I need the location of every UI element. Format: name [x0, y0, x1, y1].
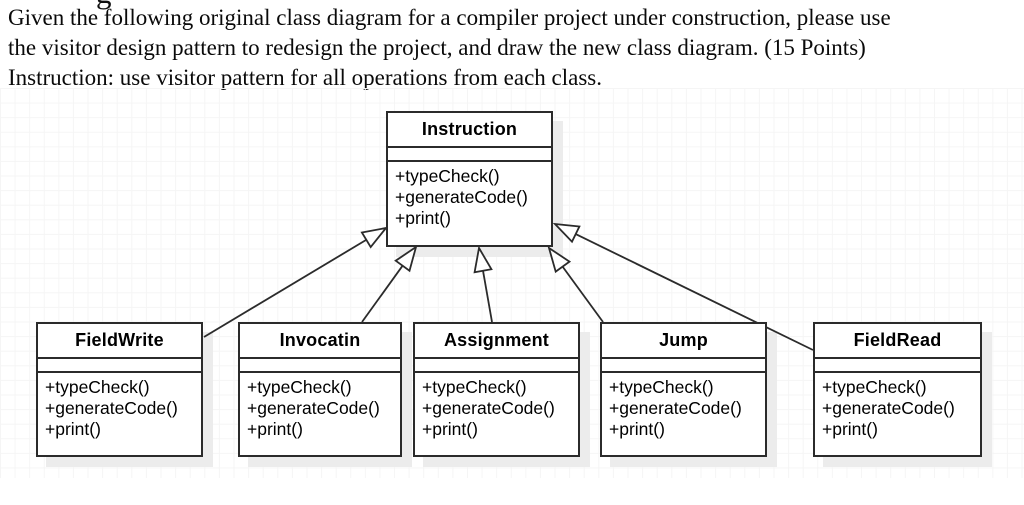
class-methods-compartment: +typeCheck() +generateCode() +print() [415, 373, 578, 440]
method-item: +print() [395, 208, 451, 228]
class-name: FieldRead [815, 324, 980, 359]
method-item: +generateCode() [609, 398, 742, 418]
class-box-fieldwrite: FieldWrite +typeCheck() +generateCode() … [36, 322, 203, 457]
class-attributes-compartment [815, 359, 980, 373]
class-methods-compartment: +typeCheck() +generateCode() +print() [240, 373, 400, 440]
method-item: +typeCheck() [45, 377, 150, 397]
class-box-instruction: Instruction +typeCheck() +generateCode()… [386, 111, 553, 247]
class-name: Jump [602, 324, 765, 359]
question-line-2: the visitor design pattern to redesign t… [8, 35, 866, 60]
method-item: +print() [422, 419, 478, 439]
class-box-jump: Jump +typeCheck() +generateCode() +print… [600, 322, 767, 457]
method-item: +print() [822, 419, 878, 439]
cropped-heading-fragment: g [96, 0, 112, 11]
method-item: +typeCheck() [609, 377, 714, 397]
method-item: +generateCode() [422, 398, 555, 418]
class-name: Assignment [415, 324, 578, 359]
class-box-fieldread: FieldRead +typeCheck() +generateCode() +… [813, 322, 982, 457]
question-line-3: Instruction: use visitor pattern for all… [8, 65, 602, 90]
method-item: +print() [247, 419, 303, 439]
class-attributes-compartment [38, 359, 201, 373]
class-name: Instruction [388, 113, 551, 148]
method-item: +typeCheck() [395, 166, 500, 186]
method-item: +typeCheck() [822, 377, 927, 397]
class-methods-compartment: +typeCheck() +generateCode() +print() [388, 162, 551, 229]
class-methods-compartment: +typeCheck() +generateCode() +print() [602, 373, 765, 440]
class-attributes-compartment [240, 359, 400, 373]
class-attributes-compartment [388, 148, 551, 162]
class-box-assignment: Assignment +typeCheck() +generateCode() … [413, 322, 580, 457]
method-item: +typeCheck() [422, 377, 527, 397]
method-item: +print() [45, 419, 101, 439]
class-attributes-compartment [602, 359, 765, 373]
class-box-invocatin: Invocatin +typeCheck() +generateCode() +… [238, 322, 402, 457]
class-methods-compartment: +typeCheck() +generateCode() +print() [38, 373, 201, 440]
method-item: +generateCode() [45, 398, 178, 418]
method-item: +generateCode() [822, 398, 955, 418]
class-name: FieldWrite [38, 324, 201, 359]
method-item: +generateCode() [247, 398, 380, 418]
question-paragraph: Given the following original class diagr… [8, 3, 1022, 93]
class-methods-compartment: +typeCheck() +generateCode() +print() [815, 373, 980, 440]
method-item: +typeCheck() [247, 377, 352, 397]
method-item: +generateCode() [395, 187, 528, 207]
class-attributes-compartment [415, 359, 578, 373]
question-line-1: Given the following original class diagr… [8, 5, 891, 30]
method-item: +print() [609, 419, 665, 439]
class-name: Invocatin [240, 324, 400, 359]
